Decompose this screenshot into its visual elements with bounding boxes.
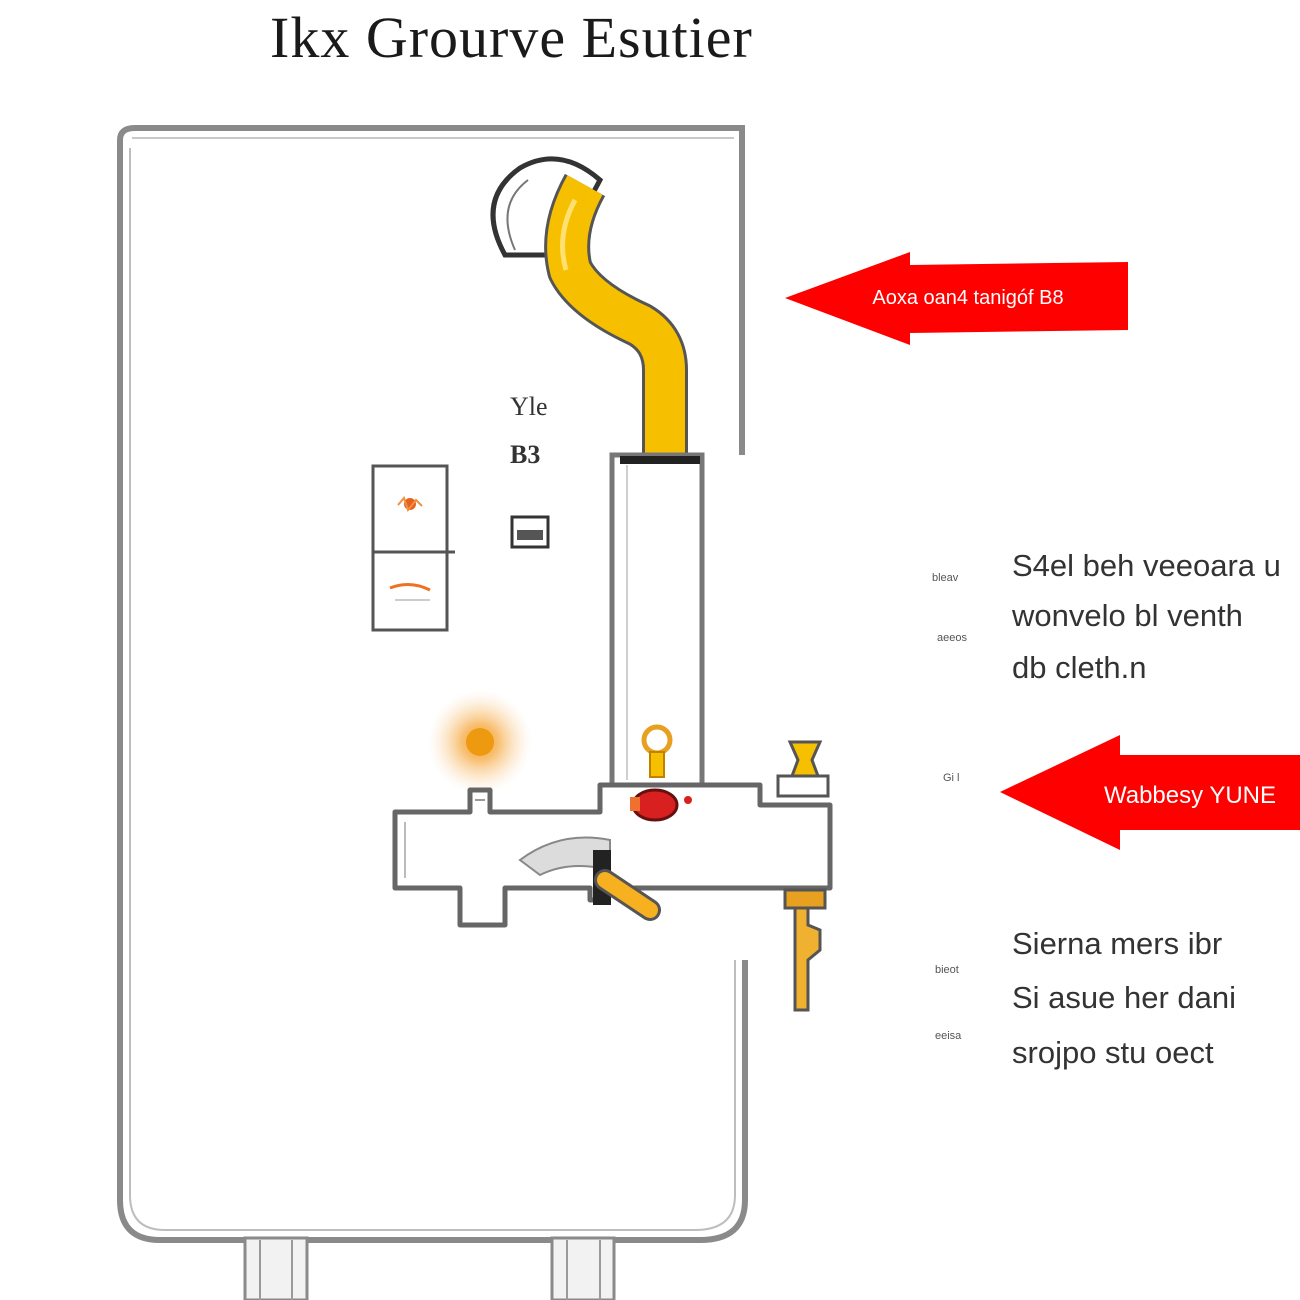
indicator-display: [510, 515, 550, 549]
note-line: S4el beh veeoara u: [1012, 548, 1281, 583]
thermocouple-lever: [593, 850, 661, 921]
cabinet-legs: [243, 1236, 616, 1300]
note-side-label: eeisa: [935, 1030, 962, 1042]
note-line: Si asue her dani: [1012, 980, 1237, 1015]
note-line: wonvelo bl venth: [1012, 598, 1243, 633]
gas-manifold: [392, 782, 833, 928]
panel-mid-label: B3: [510, 440, 541, 469]
flue-pipe: [544, 173, 688, 455]
gas-valve: [630, 788, 692, 822]
panel-top-label: Yle: [510, 392, 548, 421]
note-line: db cleth.n: [1012, 650, 1147, 685]
drain-valve: [783, 888, 827, 1012]
callout-arrow-top: Aoxa oan4 tanigóf B8: [785, 252, 1128, 345]
cabinet: [117, 125, 748, 1243]
note-line: srojpo stu oect: [1012, 1035, 1214, 1070]
callout-arrow-bottom: Wabbesy YUNE: [1000, 735, 1300, 850]
page-title: Ikx Grourve Esutier: [270, 5, 753, 70]
callout-bottom-label: Wabbesy YUNE: [1104, 782, 1276, 809]
note-side-label: bleav: [932, 572, 959, 584]
note-side-label: bieot: [935, 964, 959, 976]
burner-flame: [466, 728, 494, 756]
callout-top-label: Aoxa oan4 tanigóf B8: [872, 287, 1063, 309]
note-line: Sierna mers ibr: [1012, 926, 1223, 961]
mid-side-label: Gi l: [943, 772, 960, 784]
note-side-label: aeeos: [937, 632, 967, 644]
pilot-igniter: [641, 724, 673, 778]
control-panel: [371, 464, 455, 632]
hot-water-outlet: [776, 740, 830, 798]
